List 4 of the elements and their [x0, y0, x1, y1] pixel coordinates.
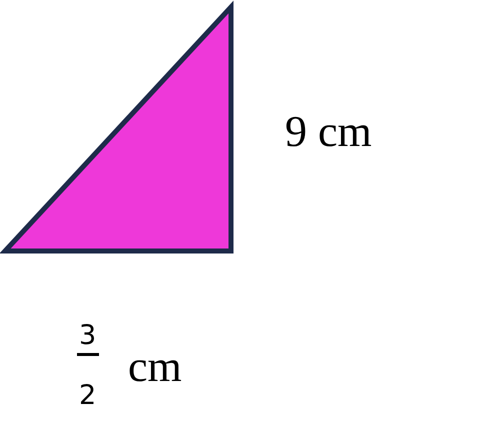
dimension-label: cm: [128, 345, 182, 389]
dimension-label: 9 cm: [285, 110, 372, 154]
dimension-label: 3: [79, 322, 96, 349]
dimension-label: 2: [79, 382, 96, 409]
